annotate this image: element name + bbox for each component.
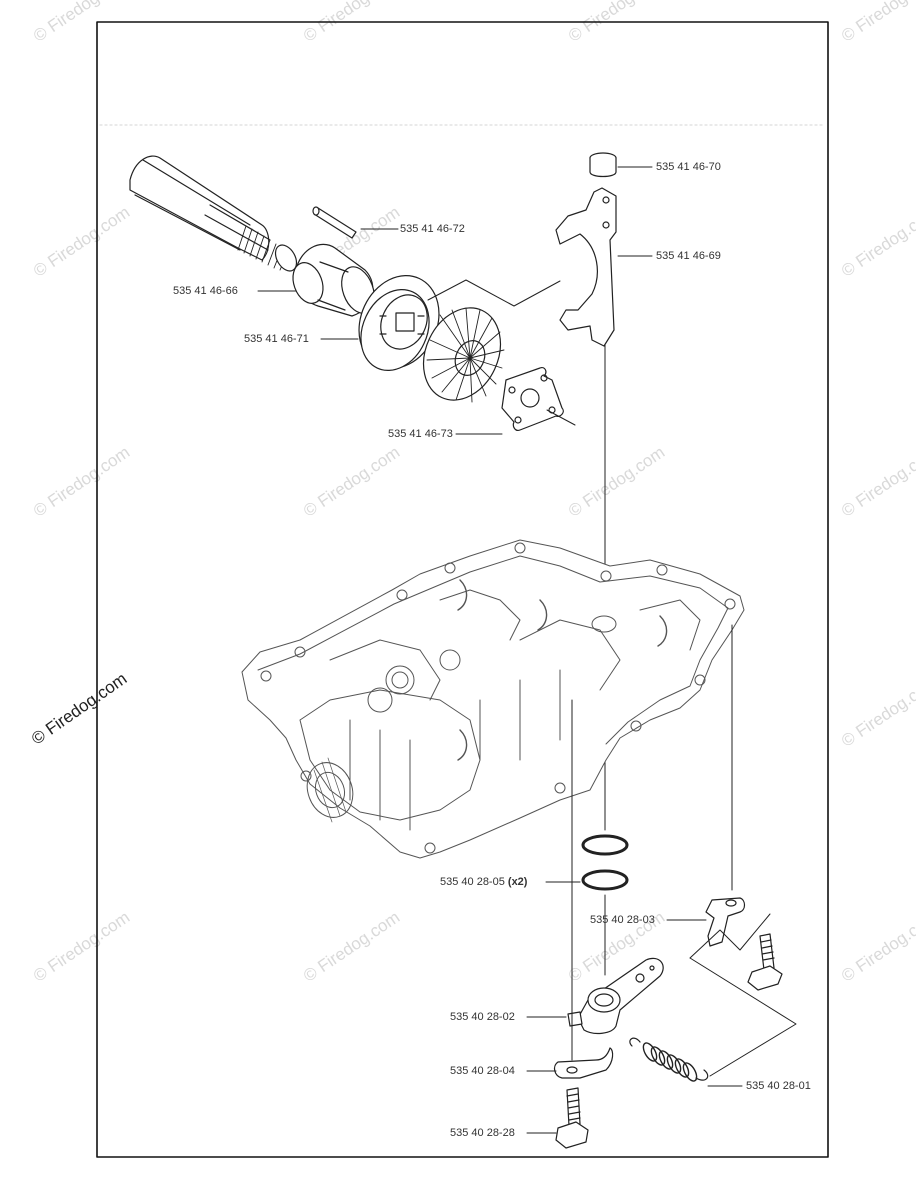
plate [501, 367, 564, 431]
part-label-535-41-46-66: 535 41 46-66 [173, 285, 238, 297]
o-rings [581, 834, 629, 891]
bracket-bolt [747, 933, 783, 991]
part-label-535-41-46-69: 535 41 46-69 [656, 250, 721, 262]
part-label-535-40-28-05: 535 40 28-05 (x2) [440, 876, 527, 888]
transmission-housing [241, 539, 745, 859]
quantity: (x2) [507, 876, 528, 888]
bracket [705, 897, 746, 947]
cap [589, 152, 617, 178]
shift-fork [555, 187, 617, 347]
tension-spring [629, 1037, 709, 1082]
part-label-535-41-46-72: 535 41 46-72 [400, 223, 465, 235]
part-label-535-40-28-02: 535 40 28-02 [450, 1011, 515, 1023]
part-label-535-40-28-28: 535 40 28-28 [450, 1127, 515, 1139]
spring-disc [422, 307, 505, 403]
screw [555, 1087, 589, 1149]
part-label-535-40-28-04: 535 40 28-04 [450, 1065, 515, 1077]
part-label-535-41-46-73: 535 41 46-73 [388, 428, 453, 440]
shaft [129, 155, 298, 272]
lever-plate [553, 1047, 614, 1079]
pin [312, 206, 357, 239]
part-label-535-40-28-03: 535 40 28-03 [590, 914, 655, 926]
page-frame [96, 21, 829, 1158]
lever [567, 957, 664, 1035]
part-number: 535 40 28-05 [440, 876, 505, 888]
part-label-535-41-46-71: 535 41 46-71 [244, 333, 309, 345]
part-label-535-41-46-70: 535 41 46-70 [656, 161, 721, 173]
part-label-535-40-28-01: 535 40 28-01 [746, 1080, 811, 1092]
